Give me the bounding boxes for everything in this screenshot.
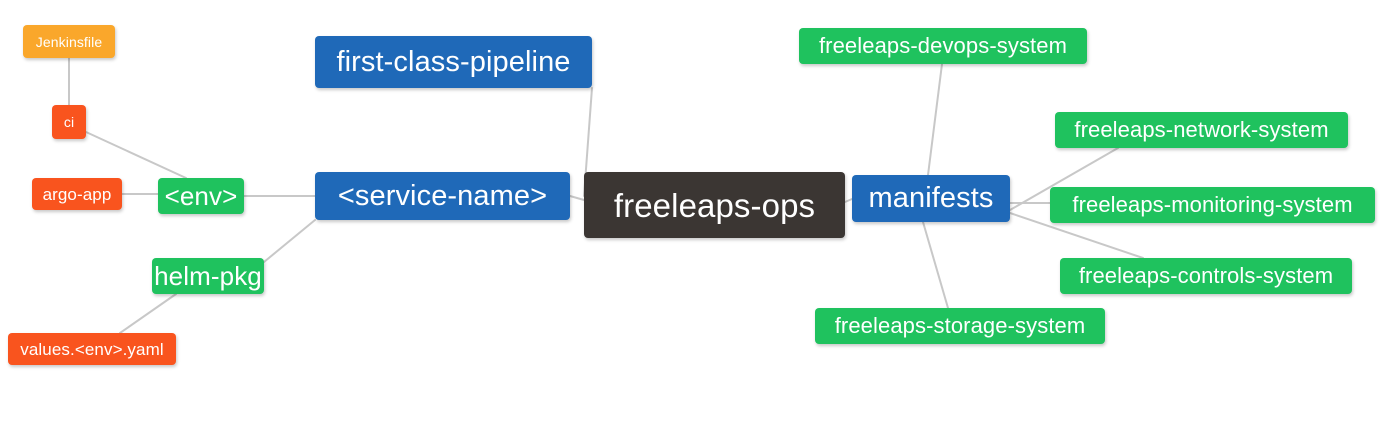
node-freeleaps-controls-system[interactable]: freeleaps-controls-system (1060, 258, 1352, 294)
node-jenkinsfile[interactable]: Jenkinsfile (23, 25, 115, 58)
node-label-freeleaps-monitoring-system: freeleaps-monitoring-system (1072, 192, 1353, 217)
edge-service-name-to-helm-pkg (263, 219, 316, 263)
node-label-freeleaps-storage-system: freeleaps-storage-system (834, 313, 1086, 338)
node-freeleaps-storage-system[interactable]: freeleaps-storage-system (815, 308, 1105, 344)
node-label-freeleaps-network-system: freeleaps-network-system (1074, 117, 1329, 142)
edge-manifests-to-freeleaps-devops-system (927, 63, 943, 176)
node-label-first-class-pipeline: first-class-pipeline (336, 45, 571, 78)
edge-freeleaps-ops-to-service-name (569, 195, 585, 201)
node-label-jenkinsfile: Jenkinsfile (35, 33, 103, 50)
node-freeleaps-monitoring-system[interactable]: freeleaps-monitoring-system (1050, 187, 1375, 223)
node-freeleaps-devops-system[interactable]: freeleaps-devops-system (799, 28, 1087, 64)
node-freeleaps-ops[interactable]: freeleaps-ops (584, 172, 845, 238)
node-label-manifests: manifests (868, 182, 994, 214)
node-manifests[interactable]: manifests (852, 175, 1010, 222)
node-label-ci: ci (63, 114, 75, 130)
node-label-helm-pkg: helm-pkg (154, 261, 262, 291)
edge-helm-pkg-to-values-env-yaml (119, 293, 177, 334)
node-service-name[interactable]: <service-name> (315, 172, 570, 220)
node-env[interactable]: <env> (158, 178, 244, 214)
node-argo-app[interactable]: argo-app (32, 178, 122, 210)
node-label-freeleaps-controls-system: freeleaps-controls-system (1078, 263, 1334, 288)
edge-manifests-to-freeleaps-storage-system (922, 221, 949, 309)
node-label-service-name: <service-name> (337, 179, 548, 212)
node-first-class-pipeline[interactable]: first-class-pipeline (315, 36, 592, 88)
node-label-env: <env> (164, 181, 238, 211)
node-label-values-env-yaml: values.<env>.yaml (20, 339, 164, 359)
node-helm-pkg[interactable]: helm-pkg (152, 258, 264, 294)
node-freeleaps-network-system[interactable]: freeleaps-network-system (1055, 112, 1348, 148)
node-values-env-yaml[interactable]: values.<env>.yaml (8, 333, 176, 365)
node-label-freeleaps-devops-system: freeleaps-devops-system (818, 33, 1068, 58)
edge-env-to-ci (85, 131, 187, 179)
edge-freeleaps-ops-to-manifests (844, 198, 853, 203)
node-ci[interactable]: ci (52, 105, 86, 139)
node-label-freeleaps-ops: freeleaps-ops (613, 186, 816, 224)
node-label-argo-app: argo-app (42, 184, 112, 204)
